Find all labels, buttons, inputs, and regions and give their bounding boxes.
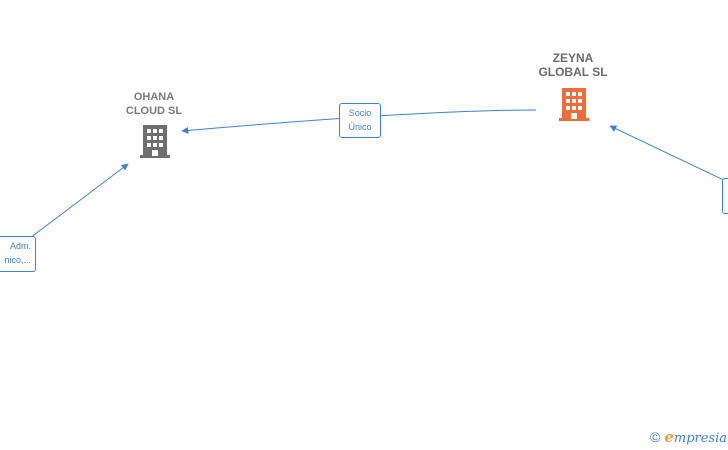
edge-label-line: Adm. bbox=[9, 241, 31, 251]
node-label-ohana[interactable]: OHANA CLOUD SL bbox=[114, 90, 194, 118]
node-label-line: GLOBAL SL bbox=[538, 65, 608, 79]
edge-label-line: Único bbox=[348, 122, 372, 132]
building-icon[interactable] bbox=[140, 125, 170, 158]
brand-name: mpresia bbox=[673, 431, 728, 446]
copyright-icon: © bbox=[650, 429, 661, 445]
edge-right-to-zeyna bbox=[609, 125, 728, 183]
edge-adm bbox=[29, 163, 129, 239]
edge-label-adm[interactable]: Adm. nico,... bbox=[0, 236, 36, 272]
edge-label-socio-unico[interactable]: Socio Único bbox=[339, 103, 381, 138]
node-label-line: CLOUD SL bbox=[125, 105, 183, 117]
edge-socio-unico bbox=[181, 109, 537, 134]
node-label-line: ZEYNA bbox=[552, 51, 594, 65]
building-icon[interactable] bbox=[559, 88, 589, 121]
edge-label-line: nico,... bbox=[4, 255, 31, 265]
brand-watermark: ©empresia bbox=[650, 428, 727, 446]
edge-label-line: Socio bbox=[348, 108, 372, 118]
brand-initial: e bbox=[664, 428, 674, 446]
node-label-line: OHANA bbox=[133, 91, 175, 103]
node-label-zeyna[interactable]: ZEYNA GLOBAL SL bbox=[528, 51, 618, 79]
edge-label-right-partial[interactable] bbox=[722, 178, 728, 214]
